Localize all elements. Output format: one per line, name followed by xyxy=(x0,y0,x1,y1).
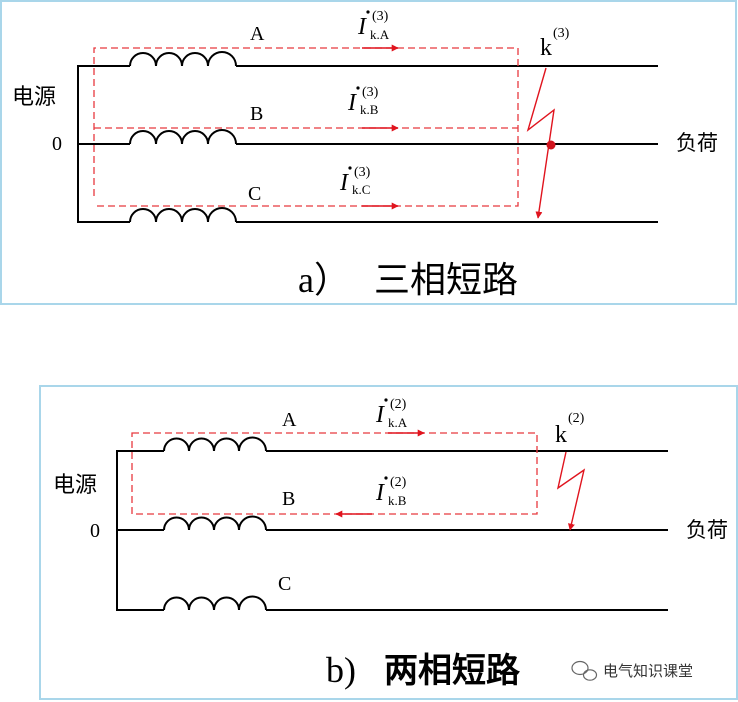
svg-text:k.B: k.B xyxy=(388,493,407,508)
caption-letter-a: a） xyxy=(298,260,350,300)
coil-a-b xyxy=(163,436,267,452)
current-loop-b xyxy=(131,432,538,515)
current-label-kb-b: I (2) k.B xyxy=(375,475,407,508)
svg-text:(2): (2) xyxy=(390,397,407,412)
panel-b-frame xyxy=(39,385,738,700)
conductors-b xyxy=(116,436,668,611)
svg-text:I: I xyxy=(357,14,367,40)
coil-a xyxy=(129,51,237,67)
load-label-a: 负荷 xyxy=(676,131,718,155)
panel-three-phase: 电源 0 负荷 A B C k (3) I (3) k.A I (3) k.B … xyxy=(0,0,737,305)
source-label-a: 电源 xyxy=(12,85,56,110)
current-label-kb: I (3) k.B xyxy=(347,85,379,117)
panel-two-phase: 电源 0 负荷 A B C k (2) I (2) k.A I (2) k.B … xyxy=(39,385,738,700)
svg-text:k.A: k.A xyxy=(388,415,408,430)
phase-c-label-a: C xyxy=(248,183,261,205)
current-arrows-b xyxy=(335,429,425,518)
svg-text:(3): (3) xyxy=(362,85,379,100)
fault-label-b: k xyxy=(555,422,567,448)
svg-text:I: I xyxy=(347,90,357,116)
caption-letter-b: b) xyxy=(326,650,356,690)
fault-bolt-b xyxy=(556,451,586,531)
svg-text:(2): (2) xyxy=(390,475,407,490)
conductors-a xyxy=(77,51,658,223)
svg-text:I: I xyxy=(339,170,349,196)
coil-b-b xyxy=(163,515,267,531)
svg-text:k.A: k.A xyxy=(370,27,390,42)
phase-b-label-a: B xyxy=(250,103,263,125)
load-label-b: 负荷 xyxy=(686,518,728,542)
wechat-icon xyxy=(571,660,598,681)
phase-c-label-b: C xyxy=(278,573,291,595)
phase-b-label-b: B xyxy=(282,488,295,510)
current-label-ka-b: I (2) k.A xyxy=(375,397,408,430)
phase-a-label-a: A xyxy=(250,23,265,45)
fault-label-a: k xyxy=(540,35,552,61)
svg-text:(3): (3) xyxy=(372,9,389,24)
svg-text:I: I xyxy=(375,480,385,506)
coil-c-b xyxy=(163,595,267,611)
current-label-ka: I (3) k.A xyxy=(357,9,390,42)
svg-text:(3): (3) xyxy=(354,165,371,180)
source-label-b: 电源 xyxy=(53,473,97,498)
fault-point-dot xyxy=(546,140,556,150)
svg-text:k.C: k.C xyxy=(352,182,370,197)
panel-a-frame xyxy=(0,0,737,305)
fault-sup-a: (3) xyxy=(553,26,570,41)
fault-sup-b: (2) xyxy=(568,411,585,426)
coil-c xyxy=(129,207,237,223)
current-arrows-a xyxy=(362,44,399,210)
caption-text-a: 三相短路 xyxy=(374,260,518,301)
current-label-kc: I (3) k.C xyxy=(339,165,371,197)
watermark: 电气知识课堂 xyxy=(571,660,693,681)
caption-text-b: 两相短路 xyxy=(384,651,521,691)
svg-text:k.B: k.B xyxy=(360,102,379,117)
phase-a-label-b: A xyxy=(282,409,297,431)
fault-bolt-a xyxy=(526,67,555,219)
neutral-label-b: 0 xyxy=(90,520,100,542)
coil-b xyxy=(129,129,237,145)
neutral-label-a: 0 xyxy=(52,133,62,155)
svg-text:I: I xyxy=(375,402,385,428)
watermark-text: 电气知识课堂 xyxy=(603,662,693,680)
